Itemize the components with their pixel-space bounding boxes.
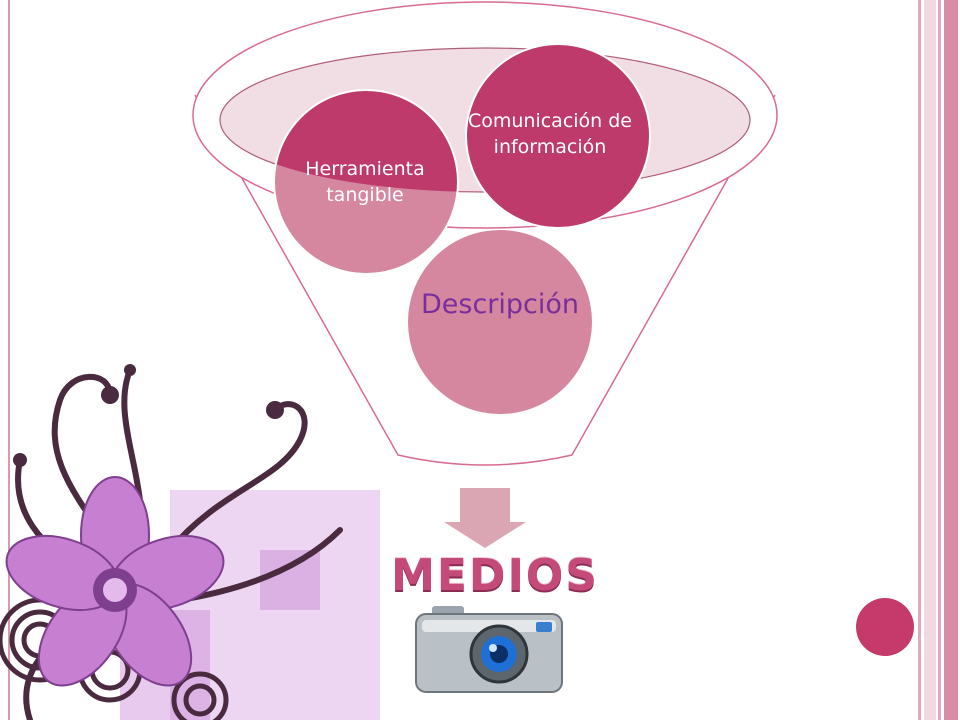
node-comunicacion: [466, 44, 650, 228]
decorative-dot: [856, 598, 914, 656]
down-arrow-icon: [444, 488, 526, 548]
node-label-descripcion: Descripción: [420, 288, 580, 320]
floral-decoration: [0, 364, 380, 720]
camera-icon: [415, 606, 563, 693]
funnel-outline: [194, 94, 776, 466]
right-border-stripes: [918, 0, 960, 720]
node-label-herramienta: Herramienta tangible: [305, 157, 425, 206]
node-label-comunicacion: Comunicación de información: [467, 110, 633, 158]
title-medios: MEDIOS: [391, 550, 599, 601]
left-border-line: [8, 0, 10, 720]
node-descripcion: [408, 230, 592, 414]
